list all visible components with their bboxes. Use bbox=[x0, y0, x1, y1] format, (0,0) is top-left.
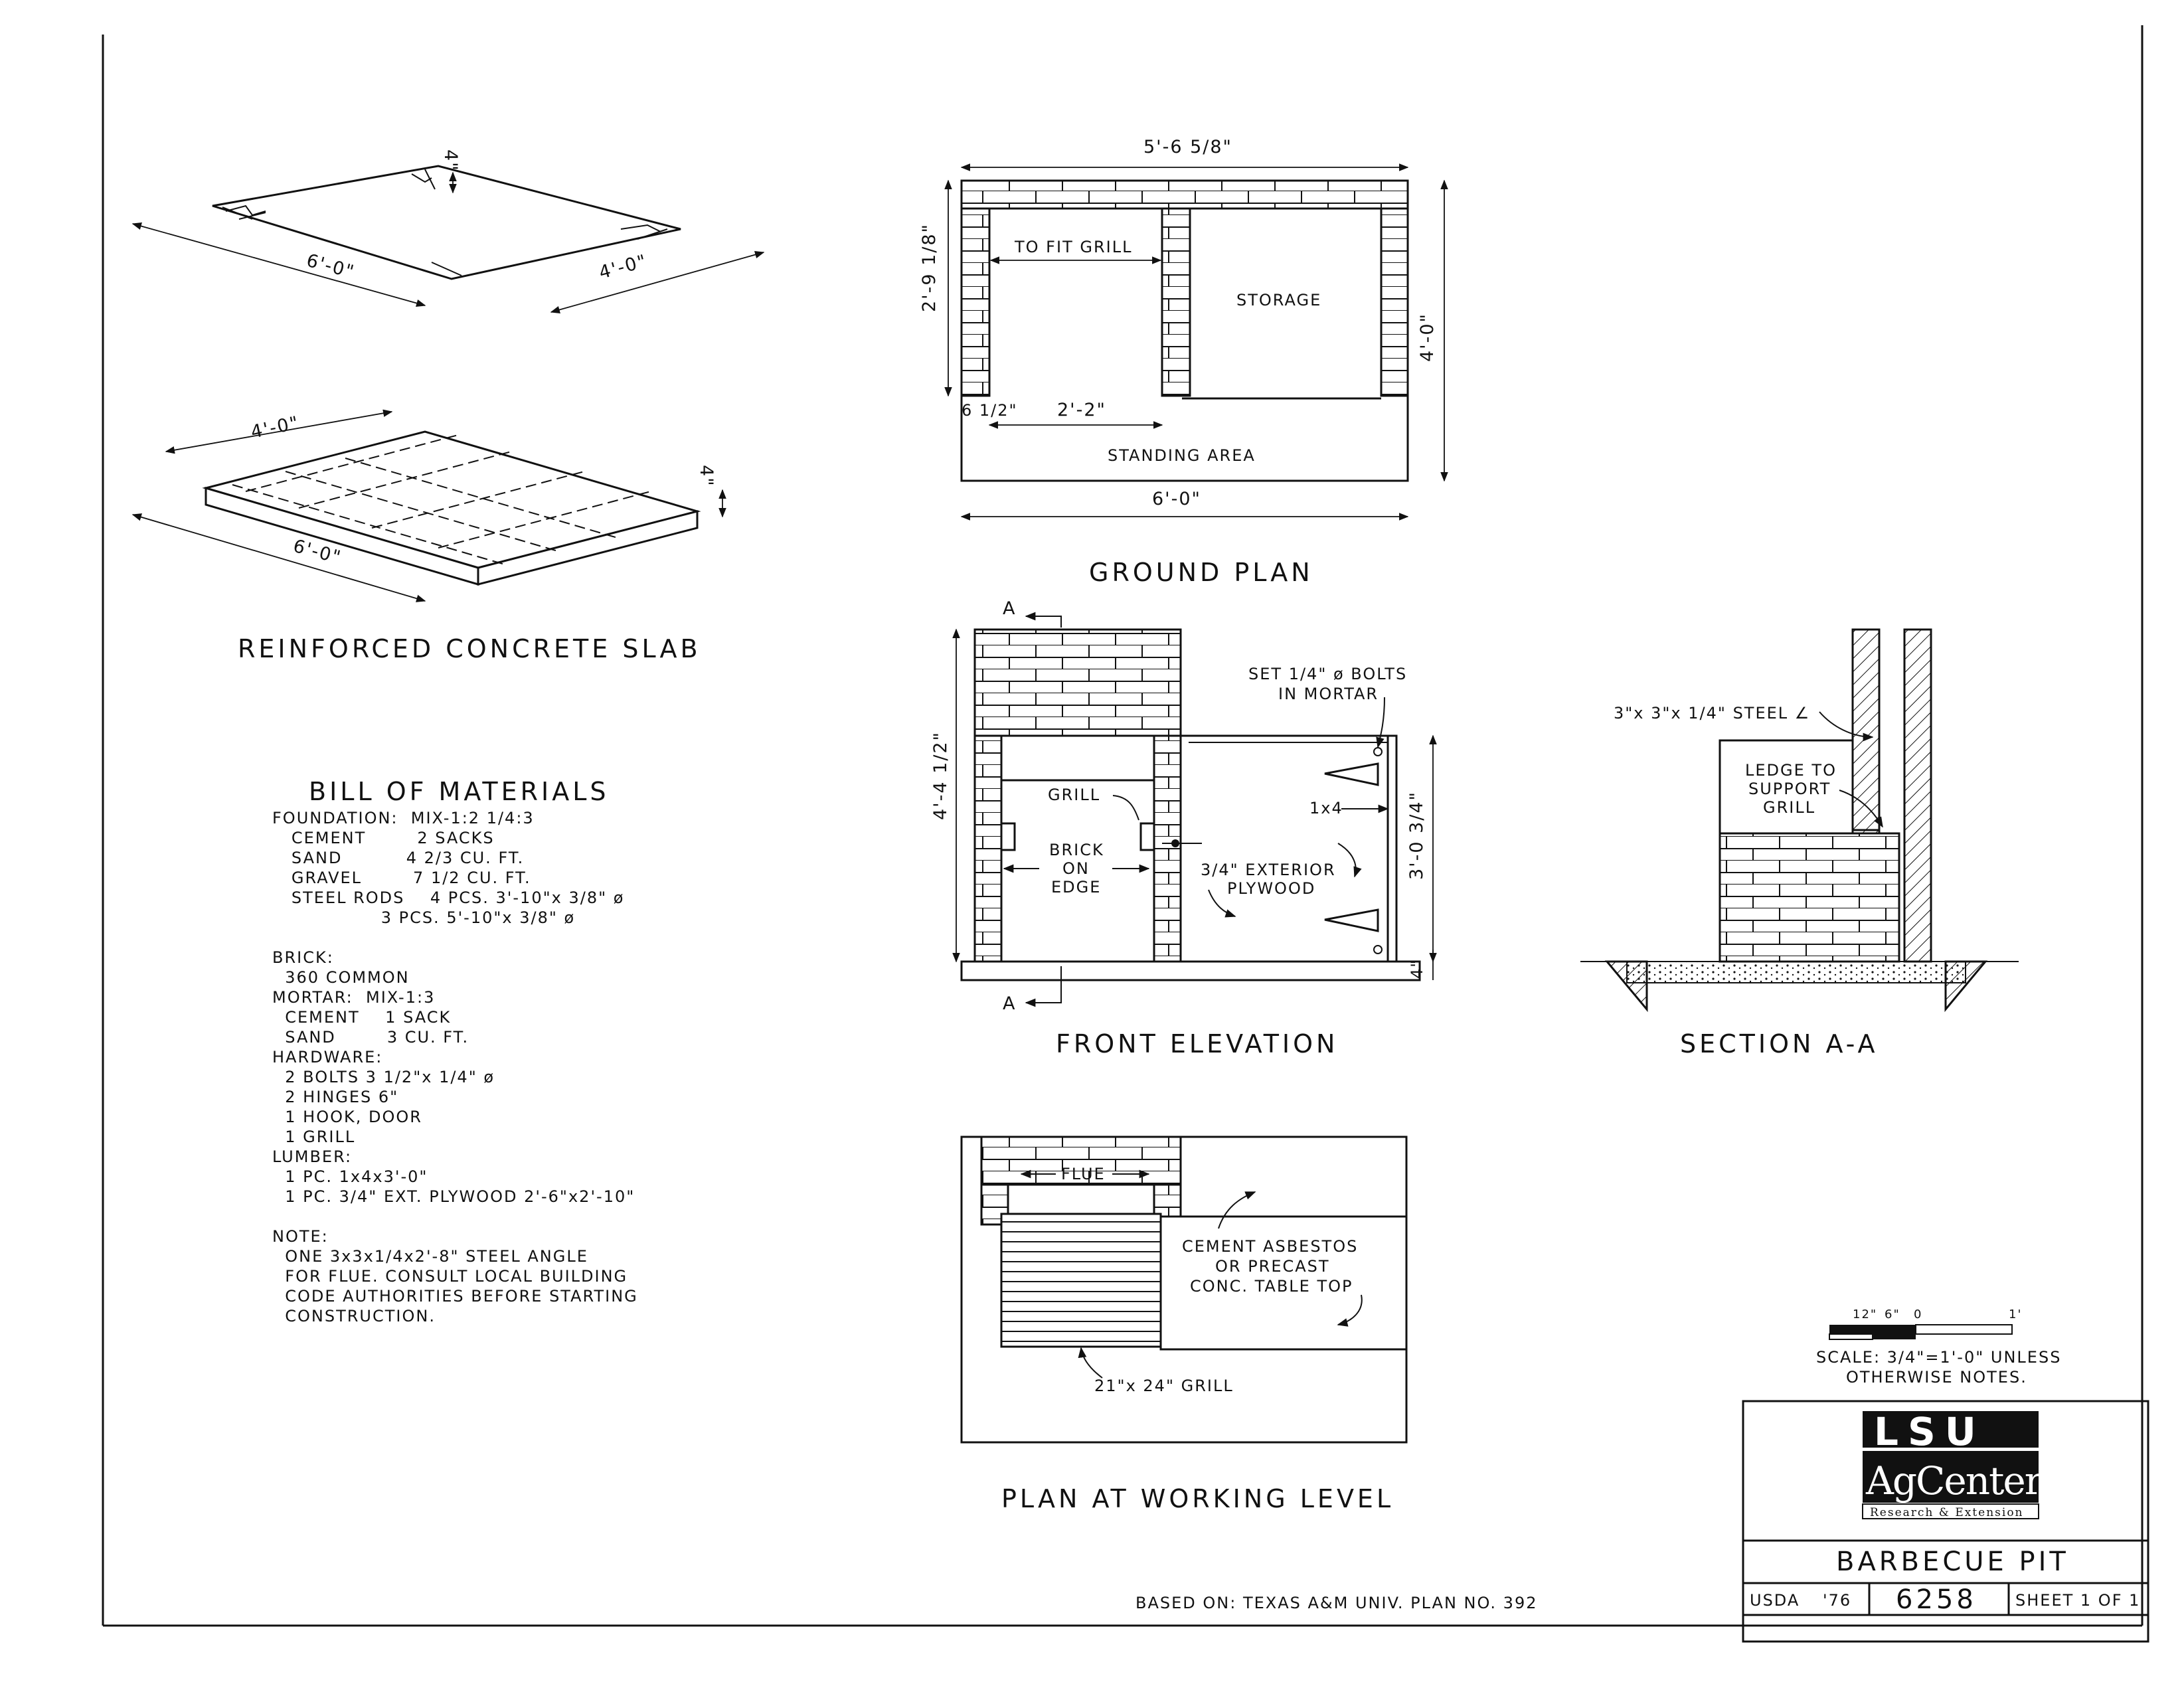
bill-line: STEEL RODS 4 PCS. 3'-10"x 3/8" ø bbox=[272, 888, 624, 907]
bill-line: 1 PC. 3/4" EXT. PLYWOOD 2'-6"x2'-10" bbox=[272, 1187, 635, 1206]
scale-tick-2: 0 bbox=[1914, 1308, 1922, 1321]
scale-tick-0: 12" bbox=[1853, 1308, 1877, 1321]
wp-label-top-1: CEMENT ASBESTOS bbox=[1182, 1237, 1358, 1256]
gp-label-fit: TO FIT GRILL bbox=[1014, 238, 1132, 256]
front-elevation: A A 4'-4 1/2" 3'-0 3/4" 4" SET 1/4" ø BO… bbox=[930, 598, 1437, 1014]
gp-dim-right: 4'-0" bbox=[1417, 313, 1438, 362]
sheet-border bbox=[102, 25, 2143, 1627]
scale-line-1: SCALE: 3/4"=1'-0" UNLESS bbox=[1816, 1348, 2061, 1367]
sa-label-ledge-2: SUPPORT bbox=[1748, 780, 1831, 798]
gp-label-storage: STORAGE bbox=[1236, 291, 1321, 309]
title-block: LSU AgCenter Research & Extension BARBEC… bbox=[1742, 1400, 2149, 1643]
scale-tick-1: 6" bbox=[1885, 1308, 1900, 1321]
fe-label-bolts-2: IN MORTAR bbox=[1278, 685, 1379, 703]
bill-line: 2 BOLTS 3 1/2"x 1/4" ø bbox=[272, 1068, 495, 1086]
fe-section-bottom: A bbox=[1003, 993, 1016, 1014]
bill-line: SAND 3 CU. FT. bbox=[272, 1028, 469, 1047]
bill-line: FOR FLUE. CONSULT LOCAL BUILDING bbox=[272, 1267, 628, 1286]
fe-dim-slab: 4" bbox=[1408, 959, 1426, 979]
bill-line: 1 GRILL bbox=[272, 1128, 355, 1146]
ground-plan: 5'-6 5/8" 2'-9 1/8" 4'-0" 6'-0" 6 1/2" 2… bbox=[919, 137, 1448, 521]
gp-dim-grill-width: 2'-2" bbox=[1057, 400, 1106, 420]
bill-line: 3 PCS. 5'-10"x 3/8" ø bbox=[272, 908, 575, 927]
gp-dim-left: 2'-9 1/8" bbox=[919, 223, 940, 312]
drawing-title: BARBECUE PIT bbox=[1836, 1547, 2069, 1577]
wp-label-grill: 21"x 24" GRILL bbox=[1094, 1377, 1234, 1395]
gp-dim-bottom: 6'-0" bbox=[1152, 489, 1201, 509]
scale-tick-3: 1' bbox=[2009, 1308, 2022, 1321]
sa-title: SECTION A-A bbox=[1680, 1029, 1879, 1058]
bill-line bbox=[272, 928, 279, 947]
bill-line: GRAVEL 7 1/2 CU. FT. bbox=[272, 869, 531, 887]
gp-dim-wall: 6 1/2" bbox=[962, 401, 1018, 420]
working-plan: FLUE CEMENT ASBESTOS OR PRECAST CONC. TA… bbox=[960, 1136, 1408, 1444]
bill-line bbox=[272, 1207, 279, 1226]
tb-sheet: SHEET 1 OF 1 bbox=[2015, 1591, 2140, 1610]
bill-line: CONSTRUCTION. bbox=[272, 1307, 436, 1325]
iso-dim-depth: 4" bbox=[440, 149, 461, 172]
slab-title: REINFORCED CONCRETE SLAB bbox=[238, 634, 701, 663]
fe-label-plywood-2: PLYWOOD bbox=[1227, 879, 1315, 898]
fe-section-top: A bbox=[1003, 598, 1016, 619]
slab-dim-depth: 4" bbox=[696, 465, 716, 487]
grill-bars bbox=[1001, 1221, 1161, 1342]
fe-label-brick-1: BRICK bbox=[1049, 841, 1104, 859]
fe-dim-right: 3'-0 3/4" bbox=[1406, 791, 1427, 880]
wp-label-top-3: CONC. TABLE TOP bbox=[1190, 1277, 1353, 1296]
bill-line: SAND 4 2/3 CU. FT. bbox=[272, 849, 524, 867]
gp-label-standing: STANDING AREA bbox=[1108, 446, 1256, 465]
sa-label-steel: 3"x 3"x 1/4" STEEL ∠ bbox=[1614, 704, 1810, 722]
gp-dim-top: 5'-6 5/8" bbox=[1143, 137, 1232, 157]
bill-line: 1 HOOK, DOOR bbox=[272, 1108, 422, 1126]
slab-iso: 4'-0" 4" 6'-0" bbox=[131, 409, 726, 602]
fe-label-bolts-1: SET 1/4" ø BOLTS bbox=[1248, 665, 1407, 683]
fe-label-1x4: 1x4 bbox=[1309, 799, 1343, 817]
wp-title: PLAN AT WORKING LEVEL bbox=[1001, 1484, 1394, 1513]
bill-line: NOTE: bbox=[272, 1227, 329, 1246]
scale-line-2: OTHERWISE NOTES. bbox=[1846, 1368, 2027, 1387]
scale-bar: 12" 6" 0 1' SCALE: 3/4"=1'-0" UNLESS OTH… bbox=[1816, 1308, 2061, 1387]
bill-line: 1 PC. 1x4x3'-0" bbox=[272, 1167, 428, 1186]
wp-label-top-2: OR PRECAST bbox=[1215, 1257, 1330, 1276]
bill-lines: FOUNDATION: MIX-1:2 1/4:3 CEMENT 2 SACKS… bbox=[272, 809, 638, 1325]
bill-line: LUMBER: bbox=[272, 1147, 352, 1166]
sa-label-ledge-1: LEDGE TO bbox=[1745, 761, 1837, 780]
iso-dim-long: 6'-0" bbox=[304, 250, 357, 283]
bill-line: HARDWARE: bbox=[272, 1048, 382, 1066]
tb-plan-number: 6258 bbox=[1896, 1584, 1977, 1615]
iso-dim-short: 4'-0" bbox=[597, 251, 649, 284]
bill-line: CODE AUTHORITIES BEFORE STARTING bbox=[272, 1287, 638, 1306]
footer-based-on: BASED ON: TEXAS A&M UNIV. PLAN NO. 392 bbox=[1135, 1594, 1537, 1612]
bill-line: CEMENT 2 SACKS bbox=[272, 829, 495, 847]
fe-dim-height: 4'-4 1/2" bbox=[930, 731, 951, 820]
fe-label-grill: GRILL bbox=[1048, 786, 1100, 804]
bill-line: BRICK: bbox=[272, 948, 334, 967]
section-aa: 3"x 3"x 1/4" STEEL ∠ LEDGE TO SUPPORT GR… bbox=[1580, 628, 2019, 1013]
bill-title: BILL OF MATERIALS bbox=[309, 777, 610, 806]
logo-mid-text: AgCenter bbox=[1865, 1458, 2043, 1503]
sa-label-ledge-3: GRILL bbox=[1763, 798, 1815, 817]
bill-line: MORTAR: MIX-1:3 bbox=[272, 988, 435, 1007]
tb-agency: USDA bbox=[1750, 1591, 1800, 1610]
excavation-iso: 4" 6'-0" 4'-0" bbox=[131, 149, 765, 314]
bill-line: FOUNDATION: MIX-1:2 1/4:3 bbox=[272, 809, 535, 827]
fe-label-brick-3: EDGE bbox=[1051, 878, 1101, 896]
wp-label-flue: FLUE bbox=[1061, 1165, 1106, 1183]
bill-line: 360 COMMON bbox=[272, 968, 410, 987]
bill-line: ONE 3x3x1/4x2'-8" STEEL ANGLE bbox=[272, 1247, 588, 1266]
gp-title: GROUND PLAN bbox=[1089, 558, 1313, 587]
fe-title: FRONT ELEVATION bbox=[1056, 1029, 1338, 1058]
bill-line: 2 HINGES 6" bbox=[272, 1088, 398, 1106]
fe-label-brick-2: ON bbox=[1062, 859, 1090, 878]
lsu-agcenter-logo: LSU AgCenter Research & Extension bbox=[1862, 1409, 2045, 1519]
slab-dim-short: 4'-0" bbox=[249, 412, 301, 443]
bill-line: CEMENT 1 SACK bbox=[272, 1008, 451, 1027]
logo-top-text: LSU bbox=[1874, 1409, 1985, 1454]
tb-year: '76 bbox=[1823, 1591, 1851, 1610]
fe-label-plywood-1: 3/4" EXTERIOR bbox=[1201, 861, 1336, 879]
logo-sub-text: Research & Extension bbox=[1870, 1506, 2024, 1519]
